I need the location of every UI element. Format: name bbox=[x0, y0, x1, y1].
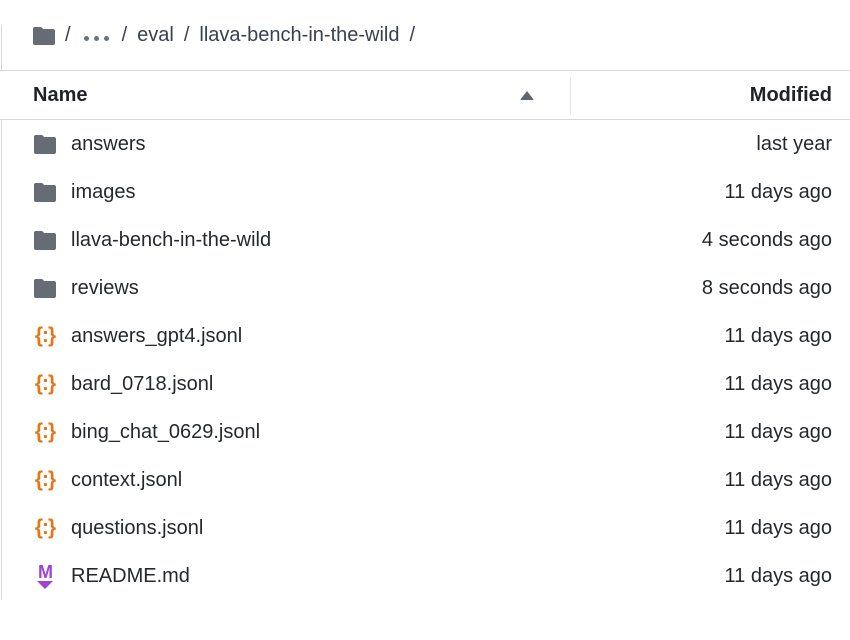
file-modified: 11 days ago bbox=[724, 324, 833, 347]
file-name: llava-bench-in-the-wild bbox=[71, 228, 272, 251]
column-header-name-label: Name bbox=[33, 83, 88, 106]
table-row-images[interactable]: images 11 days ago bbox=[0, 168, 850, 216]
column-header-name[interactable]: Name bbox=[0, 84, 570, 107]
table-row-context-jsonl[interactable]: {:} context.jsonl 11 days ago bbox=[0, 456, 850, 504]
breadcrumb-segment-llava-bench-in-the-wild[interactable]: llava-bench-in-the-wild bbox=[199, 23, 400, 46]
file-modified: 4 seconds ago bbox=[701, 228, 832, 251]
file-list: answers last year images 11 days ago lla… bbox=[0, 120, 850, 600]
breadcrumb-separator: / bbox=[121, 23, 128, 46]
table-row-llava-bench-in-the-wild[interactable]: llava-bench-in-the-wild 4 seconds ago bbox=[0, 216, 850, 264]
file-modified: 11 days ago bbox=[724, 516, 833, 539]
json-icon: {:} bbox=[34, 323, 56, 347]
file-name: images bbox=[71, 180, 136, 203]
file-name: reviews bbox=[71, 276, 139, 299]
json-icon: {:} bbox=[34, 419, 56, 443]
table-header: Name Modified bbox=[0, 70, 850, 120]
table-row-bing_chat_0629-jsonl[interactable]: {:} bing_chat_0629.jsonl 11 days ago bbox=[0, 408, 850, 456]
file-modified: 11 days ago bbox=[724, 468, 833, 491]
more-horizontal-icon[interactable] bbox=[83, 30, 109, 41]
breadcrumb-segment-eval[interactable]: eval bbox=[137, 23, 174, 46]
breadcrumb-separator: / bbox=[65, 23, 71, 46]
file-modified: last year bbox=[756, 132, 832, 155]
folder-icon bbox=[33, 278, 57, 298]
folder-icon[interactable] bbox=[33, 26, 55, 45]
markdown-icon: M bbox=[33, 563, 57, 589]
file-modified: 11 days ago bbox=[724, 564, 833, 587]
file-name: context.jsonl bbox=[71, 468, 183, 491]
breadcrumb-trailing-separator: / bbox=[409, 23, 416, 46]
table-row-bard_0718-jsonl[interactable]: {:} bard_0718.jsonl 11 days ago bbox=[0, 360, 850, 408]
file-name: questions.jsonl bbox=[71, 516, 204, 539]
file-name: answers_gpt4.jsonl bbox=[71, 324, 243, 347]
file-modified: 11 days ago bbox=[724, 372, 833, 395]
file-name: answers bbox=[71, 132, 146, 155]
file-name: README.md bbox=[71, 564, 190, 587]
folder-icon bbox=[33, 134, 57, 154]
column-divider bbox=[570, 78, 571, 114]
json-icon: {:} bbox=[34, 515, 56, 539]
caret-up-icon bbox=[520, 90, 534, 100]
table-row-answers_gpt4-jsonl[interactable]: {:} answers_gpt4.jsonl 11 days ago bbox=[0, 312, 850, 360]
file-modified: 11 days ago bbox=[724, 420, 833, 443]
file-modified: 8 seconds ago bbox=[701, 276, 832, 299]
json-icon: {:} bbox=[34, 467, 56, 491]
container-left-border bbox=[1, 25, 2, 600]
table-row-readme-md[interactable]: M README.md 11 days ago bbox=[0, 552, 850, 600]
breadcrumb: / / eval / llava-bench-in-the-wild / bbox=[0, 0, 850, 70]
json-icon: {:} bbox=[34, 371, 56, 395]
table-row-questions-jsonl[interactable]: {:} questions.jsonl 11 days ago bbox=[0, 504, 850, 552]
file-name: bing_chat_0629.jsonl bbox=[71, 420, 261, 443]
file-name: bard_0718.jsonl bbox=[71, 372, 214, 395]
file-modified: 11 days ago bbox=[724, 180, 833, 203]
column-header-modified[interactable]: Modified bbox=[749, 83, 832, 106]
folder-icon bbox=[33, 230, 57, 250]
folder-icon bbox=[33, 182, 57, 202]
breadcrumb-separator: / bbox=[183, 23, 190, 46]
table-row-answers[interactable]: answers last year bbox=[0, 120, 850, 168]
table-row-reviews[interactable]: reviews 8 seconds ago bbox=[0, 264, 850, 312]
